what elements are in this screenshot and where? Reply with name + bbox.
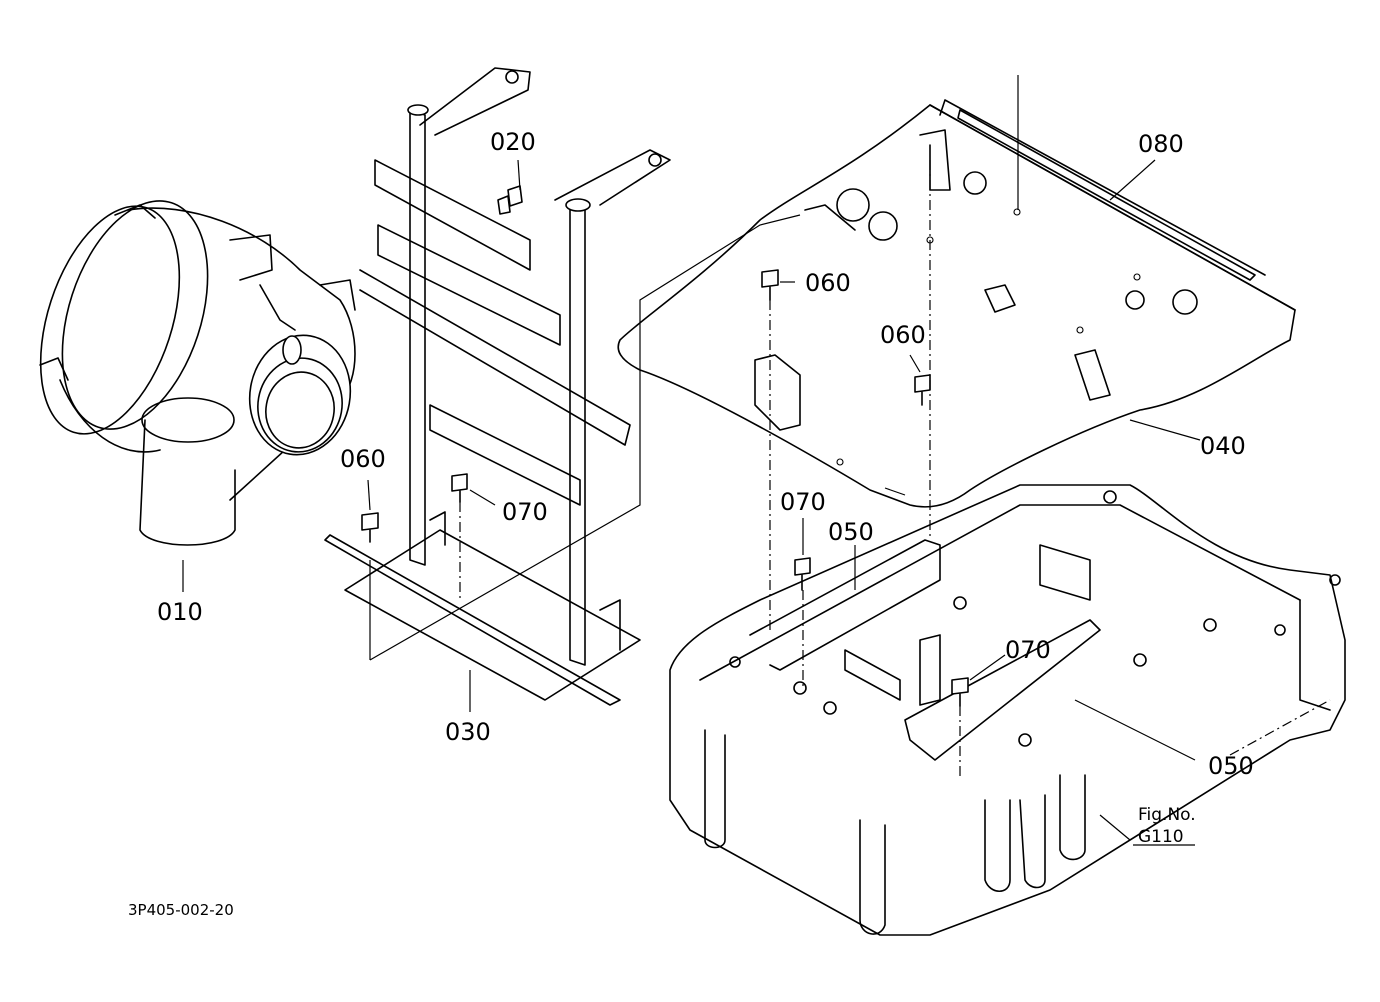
label-060-middle: 060 [880, 321, 926, 349]
air-cleaner-010[interactable] [15, 182, 360, 592]
bolts-060-070[interactable] [361, 75, 1019, 780]
label-070-middle: 070 [780, 488, 826, 516]
label-020: 020 [490, 128, 536, 156]
label-070-right: 070 [1005, 636, 1051, 664]
label-060-upper: 060 [805, 269, 851, 297]
label-010: 010 [157, 598, 203, 626]
bolt-020[interactable] [497, 159, 523, 215]
floor-plate-040[interactable] [617, 99, 1296, 508]
figure-reference[interactable]: Fig.No. G110 [1138, 805, 1196, 847]
label-040: 040 [1200, 432, 1246, 460]
transmission-housing [669, 484, 1346, 936]
leader-080 [1109, 159, 1156, 201]
label-050-lower: 050 [1208, 752, 1254, 780]
label-050-upper: 050 [828, 518, 874, 546]
brackets-050[interactable] [749, 354, 1196, 761]
figref-line2: G110 [1138, 827, 1184, 847]
label-060-left: 060 [340, 445, 386, 473]
figref-line1: Fig.No. [1138, 805, 1196, 825]
drawing-code: 3P405-002-20 [128, 901, 234, 919]
label-030: 030 [445, 718, 491, 746]
label-070-left: 070 [502, 498, 548, 526]
label-080: 080 [1138, 130, 1184, 158]
part-labels: 010 020 030 040 050 050 060 060 060 070 … [157, 128, 1254, 780]
mounting-bracket-frame[interactable] [324, 67, 801, 712]
